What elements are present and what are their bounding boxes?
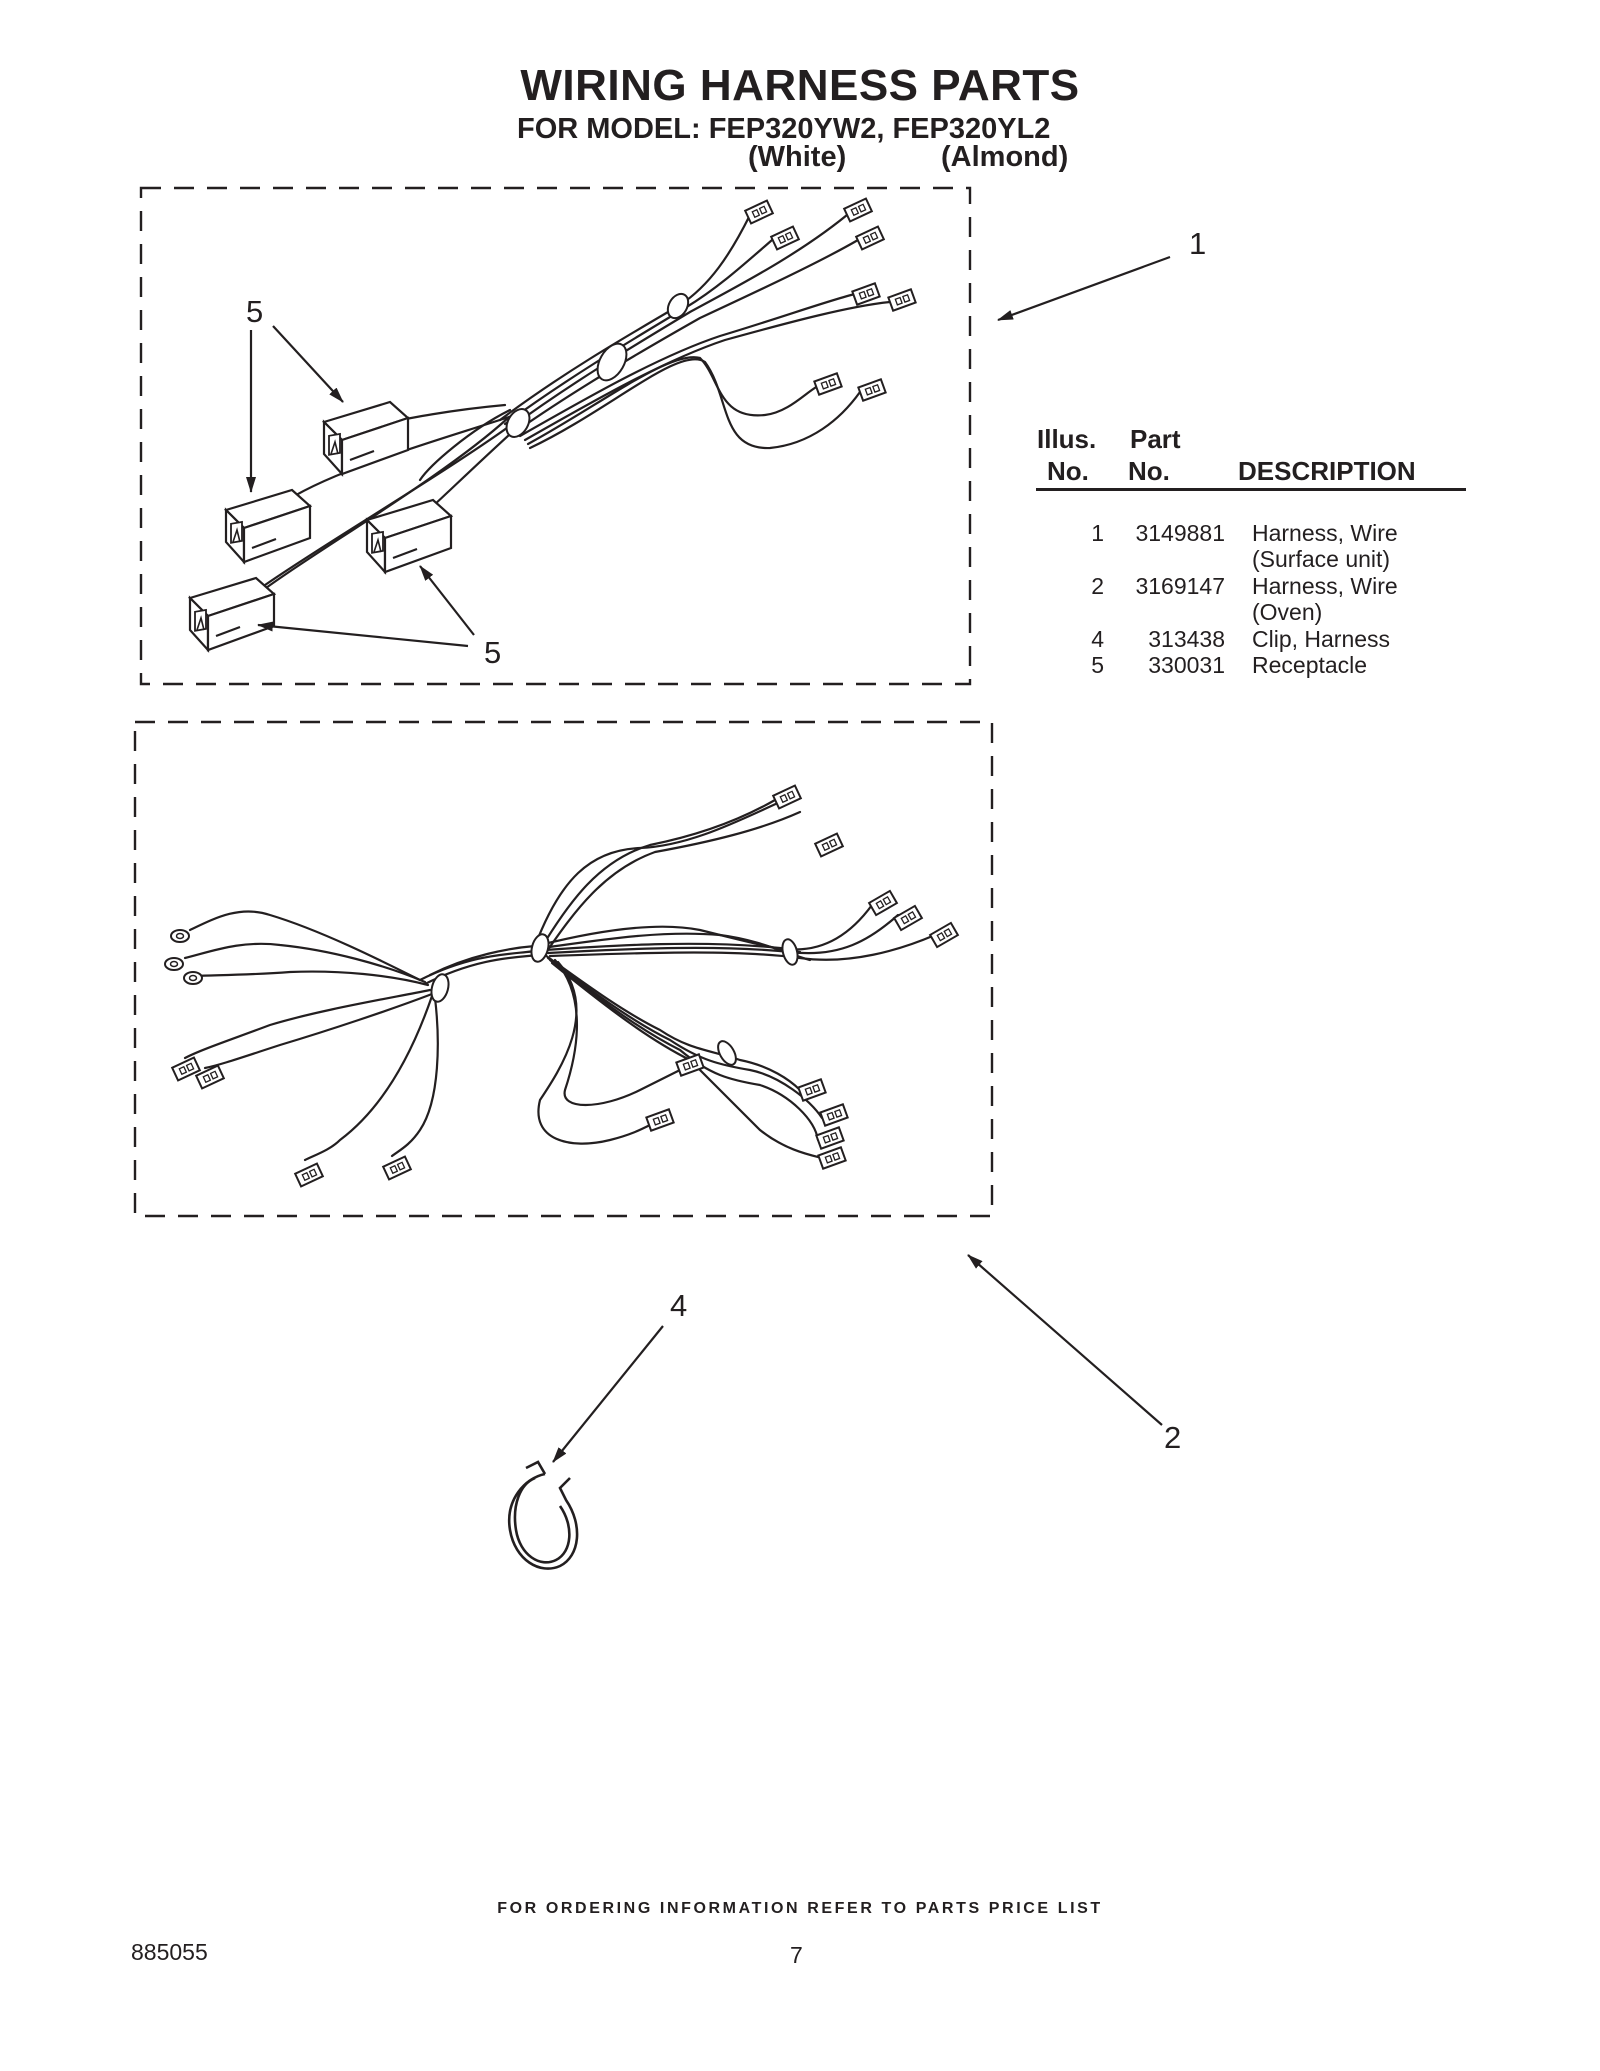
callout-harness-surface: 1 bbox=[1189, 226, 1207, 261]
page-title: WIRING HARNESS PARTS bbox=[520, 61, 1080, 110]
table-header-rule bbox=[1036, 488, 1466, 491]
surface-harness-clips bbox=[505, 292, 690, 438]
row-2-desc-detail: (Oven) bbox=[1252, 599, 1323, 625]
ordering-note: FOR ORDERING INFORMATION REFER TO PARTS … bbox=[497, 1900, 1103, 1917]
callout-receptacle-lower: 5 bbox=[484, 635, 502, 670]
row-2-part: 3169147 bbox=[1135, 573, 1225, 599]
variant-white-label: (White) bbox=[748, 141, 847, 173]
callout-clip: 4 bbox=[670, 1288, 688, 1323]
callout-receptacle-upper: 5 bbox=[246, 294, 264, 329]
header-illus-no: No. bbox=[1047, 456, 1089, 486]
row-2-desc: Harness, Wire bbox=[1252, 573, 1398, 599]
row-3-part: 313438 bbox=[1148, 626, 1225, 652]
row-3-illus: 4 bbox=[1091, 626, 1104, 652]
surface-unit-harness bbox=[248, 208, 892, 602]
oven-harness-boundary bbox=[133, 720, 994, 1218]
document-number: 885055 bbox=[131, 1939, 208, 1965]
receptacle-1 bbox=[322, 400, 410, 476]
harness-clip-part bbox=[507, 1460, 579, 1570]
oven-harness bbox=[183, 798, 937, 1162]
surface-harness-boundary bbox=[139, 186, 972, 686]
row-3-desc: Clip, Harness bbox=[1252, 626, 1391, 652]
page-number: 7 bbox=[790, 1942, 803, 1968]
leader-arrows bbox=[246, 255, 1171, 1463]
receptacle-4 bbox=[188, 576, 276, 652]
row-4-part: 330031 bbox=[1148, 652, 1225, 678]
callout-harness-oven: 2 bbox=[1164, 1420, 1182, 1455]
row-1-desc-detail: (Surface unit) bbox=[1252, 546, 1391, 572]
header-description: DESCRIPTION bbox=[1238, 456, 1416, 486]
row-4-illus: 5 bbox=[1091, 652, 1104, 678]
receptacle-2 bbox=[224, 488, 312, 564]
header-part: Part bbox=[1130, 424, 1181, 454]
row-1-illus: 1 bbox=[1091, 520, 1104, 546]
variant-almond-label: (Almond) bbox=[941, 141, 1069, 173]
row-1-desc: Harness, Wire bbox=[1252, 520, 1398, 546]
model-line: FOR MODEL: FEP320YW2, FEP320YL2 bbox=[517, 113, 1051, 145]
row-2-illus: 2 bbox=[1091, 573, 1104, 599]
header-illus: Illus. bbox=[1037, 424, 1097, 454]
oven-harness-clips bbox=[430, 933, 799, 1066]
row-1-part: 3149881 bbox=[1135, 520, 1225, 546]
header-part-no: No. bbox=[1128, 456, 1170, 486]
row-4-desc: Receptacle bbox=[1252, 652, 1368, 678]
